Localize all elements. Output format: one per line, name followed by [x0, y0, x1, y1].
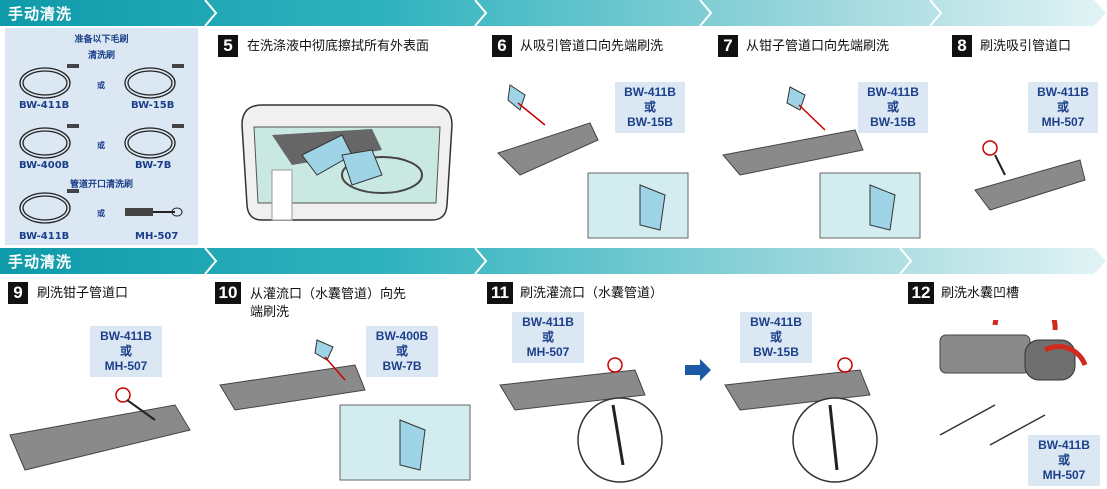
- step-number: 7: [718, 35, 738, 57]
- step-number: 11: [487, 282, 513, 304]
- banner-title: 手动清洗: [8, 253, 73, 271]
- irrigation-port-illustration: [219, 339, 471, 481]
- step-text: 刷洗吸引管道口: [980, 39, 1072, 54]
- glove-hand-icon: [786, 86, 806, 111]
- step-number: 9: [8, 282, 28, 304]
- section-banner-top: 手动清洗: [0, 0, 1107, 26]
- step-number: 10: [215, 282, 241, 304]
- brush-coil-icon: [19, 192, 71, 224]
- suction-port-illustration: [497, 84, 689, 239]
- step-number: 8: [952, 35, 972, 57]
- step-text: 端刷洗: [250, 305, 290, 320]
- balloon-groove-illustration: [939, 320, 1088, 446]
- rotate-icon: [607, 357, 623, 373]
- rotate-arrow-icon: [1043, 344, 1088, 366]
- step-number: 6: [492, 35, 512, 57]
- prep-header: 准备以下毛刷: [74, 35, 129, 45]
- irrigation-port-brush-illustration: [499, 357, 878, 483]
- brush-coil-icon: [19, 127, 71, 159]
- brush-info-box: BW-411B 或 BW-15B: [858, 82, 928, 133]
- brush-info-box: BW-411B 或 MH-507: [512, 312, 584, 363]
- step-text: 刷洗钳子管道口: [37, 286, 129, 301]
- step-number: 5: [218, 35, 238, 57]
- banner-chevrons: [0, 248, 1106, 274]
- brush-info-box: BW-400B 或 BW-7B: [366, 326, 438, 377]
- brush-info-box: BW-411B 或 BW-15B: [615, 82, 685, 133]
- banner-title: 手动清洗: [8, 5, 73, 23]
- or-label: 或: [97, 141, 105, 150]
- prep-subheader-opening: 管道开口清洗刷: [69, 180, 133, 190]
- brush-illustrations: [19, 64, 184, 224]
- forceps-port-illustration: [722, 86, 921, 239]
- brush-label: BW-400B: [19, 160, 70, 171]
- short-brush-icon: [125, 208, 153, 216]
- brush-prep-panel: 准备以下毛刷 清洗刷 BW-411B 或 BW-15B BW-400B: [5, 28, 198, 245]
- step-text: 在洗涤液中彻底擦拭所有外表面: [247, 39, 430, 54]
- step-text: 从吸引管道口向先端刷洗: [520, 39, 664, 54]
- rotate-icon: [115, 387, 131, 403]
- rotate-arrow-icon: [992, 320, 1058, 331]
- brush-label: BW-411B: [19, 100, 70, 111]
- brush-label: BW-15B: [131, 100, 175, 111]
- next-arrow-icon: [685, 359, 711, 381]
- brush-info-box: BW-411B 或 MH-507: [90, 326, 162, 377]
- or-label: 或: [97, 81, 105, 90]
- suction-port-brush-illustration: [974, 140, 1086, 211]
- step-text: 从灌流口（水囊管道）向先: [250, 287, 407, 302]
- glove-hand-icon: [314, 339, 334, 361]
- brush-label: BW-7B: [135, 160, 172, 171]
- brush-label: BW-411B: [19, 231, 70, 242]
- step-text: 刷洗水囊凹槽: [941, 286, 1020, 301]
- brush-coil-icon: [124, 127, 176, 159]
- rotate-icon: [837, 357, 853, 373]
- step-text: 刷洗灌流口（水囊管道）: [520, 286, 664, 301]
- section-banner-bottom: 手动清洗: [0, 248, 1107, 274]
- or-label: 或: [97, 209, 105, 218]
- basin-illustration: [241, 104, 453, 221]
- brush-coil-icon: [19, 67, 71, 99]
- step-number: 12: [908, 282, 934, 304]
- brush-info-box: BW-411B 或 BW-15B: [740, 312, 812, 363]
- rotate-icon: [982, 140, 998, 156]
- prep-subheader-cleaning: 清洗刷: [87, 51, 115, 61]
- forceps-port-brush-illustration: [9, 387, 191, 471]
- brush-info-box: BW-411B 或 MH-507: [1028, 82, 1098, 133]
- glove-hand-icon: [507, 84, 526, 111]
- brush-label: MH-507: [135, 231, 179, 242]
- brush-info-box: BW-411B 或 MH-507: [1028, 435, 1100, 486]
- brush-coil-icon: [124, 67, 176, 99]
- banner-chevrons: [0, 0, 1106, 26]
- brush-icon: [939, 404, 996, 436]
- step-text: 从钳子管道口向先端刷洗: [746, 39, 890, 54]
- brush-icon: [989, 414, 1046, 446]
